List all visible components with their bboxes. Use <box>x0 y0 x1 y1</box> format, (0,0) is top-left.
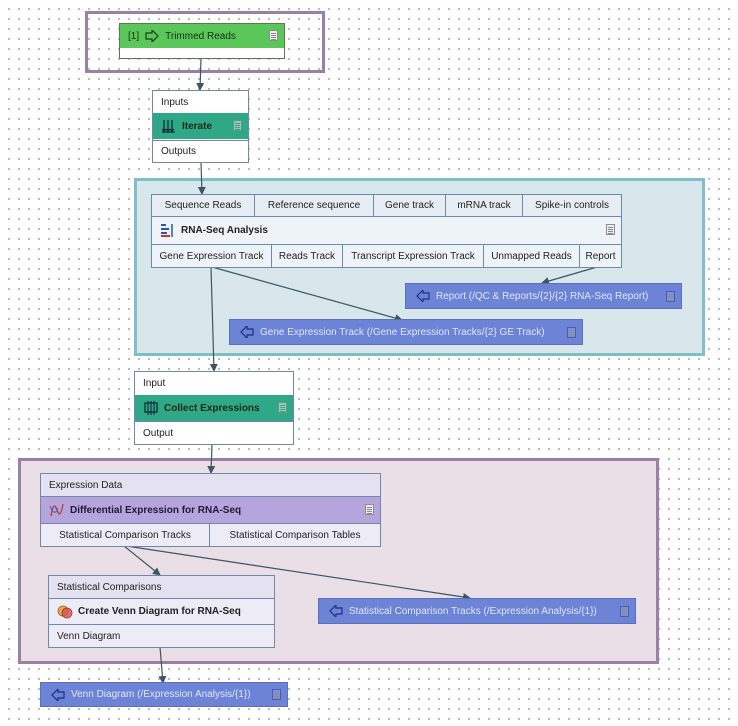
diffexpr-title: Differential Expression for RNA-Seq <box>70 504 242 516</box>
port-unmapped-reads-label: Unmapped Reads <box>491 250 572 262</box>
document-icon[interactable] <box>233 120 242 131</box>
document-icon[interactable] <box>606 224 615 235</box>
iterate-title: Iterate <box>182 120 213 132</box>
trimmed-reads-input-node[interactable]: [1] Trimmed Reads <box>119 23 285 59</box>
port-transcript-expression-track[interactable]: Transcript Expression Track <box>343 245 484 267</box>
stat-tracks-output-label: Statistical Comparison Tracks (/Expressi… <box>349 605 597 617</box>
rnaseq-header[interactable]: RNA-Seq Analysis <box>152 217 621 243</box>
port-sequence-reads[interactable]: Sequence Reads <box>152 195 255 216</box>
iterate-outputs-port[interactable]: Outputs <box>153 140 248 162</box>
report-output-label: Report (/QC & Reports/{2}/{2} RNA-Seq Re… <box>436 290 649 302</box>
port-gene-track[interactable]: Gene track <box>374 195 446 216</box>
report-output-box[interactable]: Report (/QC & Reports/{2}/{2} RNA-Seq Re… <box>405 283 682 309</box>
port-unmapped-reads[interactable]: Unmapped Reads <box>484 245 580 267</box>
document-icon[interactable] <box>272 689 281 700</box>
venn-output-label: Venn Diagram <box>57 630 121 642</box>
iterate-node[interactable]: Inputs Iterate Outputs <box>152 90 249 163</box>
output-arrow-icon <box>240 326 254 338</box>
port-mrna-track[interactable]: mRNA track <box>446 195 523 216</box>
collect-input-port[interactable]: Input <box>135 372 293 395</box>
diffexpr-input-port[interactable]: Expression Data <box>41 474 380 496</box>
collect-header[interactable]: Collect Expressions <box>135 395 293 421</box>
input-arrow-icon <box>145 30 159 42</box>
venn-diagram-node[interactable]: Statistical Comparisons Create Venn Diag… <box>48 575 275 648</box>
venn-diagram-output-box[interactable]: Venn Diagram (/Expression Analysis/{1}) <box>40 682 288 707</box>
port-gene-expression-track-label: Gene Expression Track <box>159 250 264 262</box>
venn-diagram-output-label: Venn Diagram (/Expression Analysis/{1}) <box>71 689 251 700</box>
differential-expression-node[interactable]: Expression Data Differential Expression … <box>40 473 381 547</box>
input-group-frame <box>85 11 325 73</box>
iterate-inputs-port[interactable]: Inputs <box>153 91 248 113</box>
stat-tracks-output-box[interactable]: Statistical Comparison Tracks (/Expressi… <box>318 598 636 624</box>
iterate-inputs-label: Inputs <box>161 96 189 108</box>
rnaseq-icon <box>161 224 173 237</box>
gene-expression-output-box[interactable]: Gene Expression Track (/Gene Expression … <box>229 319 583 345</box>
document-icon[interactable] <box>278 402 287 413</box>
port-transcript-expression-track-label: Transcript Expression Track <box>351 250 475 262</box>
collect-title: Collect Expressions <box>164 402 260 414</box>
collect-input-label: Input <box>143 378 166 389</box>
collect-output-port[interactable]: Output <box>135 421 293 444</box>
output-arrow-icon <box>51 688 65 701</box>
iterate-header[interactable]: Iterate <box>153 113 248 139</box>
collect-icon <box>144 401 158 415</box>
collect-output-label: Output <box>143 427 174 439</box>
iterate-outputs-label: Outputs <box>161 146 197 157</box>
venn-icon <box>57 605 73 618</box>
document-icon[interactable] <box>567 327 576 338</box>
port-sequence-reads-label: Sequence Reads <box>164 200 242 211</box>
venn-input-port[interactable]: Statistical Comparisons <box>49 576 274 598</box>
output-arrow-icon <box>416 290 430 302</box>
port-mrna-track-label: mRNA track <box>457 200 511 211</box>
rnaseq-title: RNA-Seq Analysis <box>181 224 268 236</box>
venn-input-label: Statistical Comparisons <box>57 581 162 593</box>
rnaseq-analysis-node[interactable]: Sequence Reads Reference sequence Gene t… <box>151 194 622 268</box>
output-arrow-icon <box>329 605 343 617</box>
trimmed-reads-label: Trimmed Reads <box>165 30 236 42</box>
port-spike-in-controls[interactable]: Spike-in controls <box>523 195 621 216</box>
port-statistical-comparison-tables[interactable]: Statistical Comparison Tables <box>210 524 380 546</box>
port-statistical-comparison-tracks-label: Statistical Comparison Tracks <box>59 529 191 541</box>
diffexpr-icon <box>49 503 64 517</box>
document-icon[interactable] <box>666 291 675 302</box>
port-reference-sequence[interactable]: Reference sequence <box>255 195 374 216</box>
diffexpr-header[interactable]: Differential Expression for RNA-Seq <box>41 496 380 523</box>
document-icon[interactable] <box>269 30 278 41</box>
document-icon[interactable] <box>620 606 629 617</box>
port-gene-track-label: Gene track <box>385 200 434 211</box>
venn-output-port[interactable]: Venn Diagram <box>49 624 274 647</box>
port-report[interactable]: Report <box>580 245 621 267</box>
port-reads-track[interactable]: Reads Track <box>272 245 343 267</box>
venn-header[interactable]: Create Venn Diagram for RNA-Seq <box>49 598 274 624</box>
port-report-label: Report <box>585 250 616 262</box>
rnaseq-input-ports: Sequence Reads Reference sequence Gene t… <box>152 195 621 217</box>
port-reference-sequence-label: Reference sequence <box>267 200 361 211</box>
diffexpr-output-ports: Statistical Comparison Tracks Statistica… <box>41 523 380 546</box>
port-statistical-comparison-tables-label: Statistical Comparison Tables <box>229 529 361 541</box>
port-gene-expression-track[interactable]: Gene Expression Track <box>152 245 272 267</box>
gene-expression-output-label: Gene Expression Track (/Gene Expression … <box>260 326 545 338</box>
port-statistical-comparison-tracks[interactable]: Statistical Comparison Tracks <box>41 524 210 546</box>
port-spike-in-controls-label: Spike-in controls <box>535 200 609 211</box>
diffexpr-input-label: Expression Data <box>49 479 123 491</box>
venn-title: Create Venn Diagram for RNA-Seq <box>78 606 241 617</box>
rnaseq-output-ports: Gene Expression Track Reads Track Transc… <box>152 244 621 267</box>
trimmed-reads-header[interactable]: [1] Trimmed Reads <box>120 24 284 48</box>
port-reads-track-label: Reads Track <box>278 250 336 262</box>
iterate-icon <box>161 120 175 133</box>
collect-expressions-node[interactable]: Input Collect Expressions Output <box>134 371 294 445</box>
document-icon[interactable] <box>365 504 374 515</box>
input-index: [1] <box>128 30 140 42</box>
